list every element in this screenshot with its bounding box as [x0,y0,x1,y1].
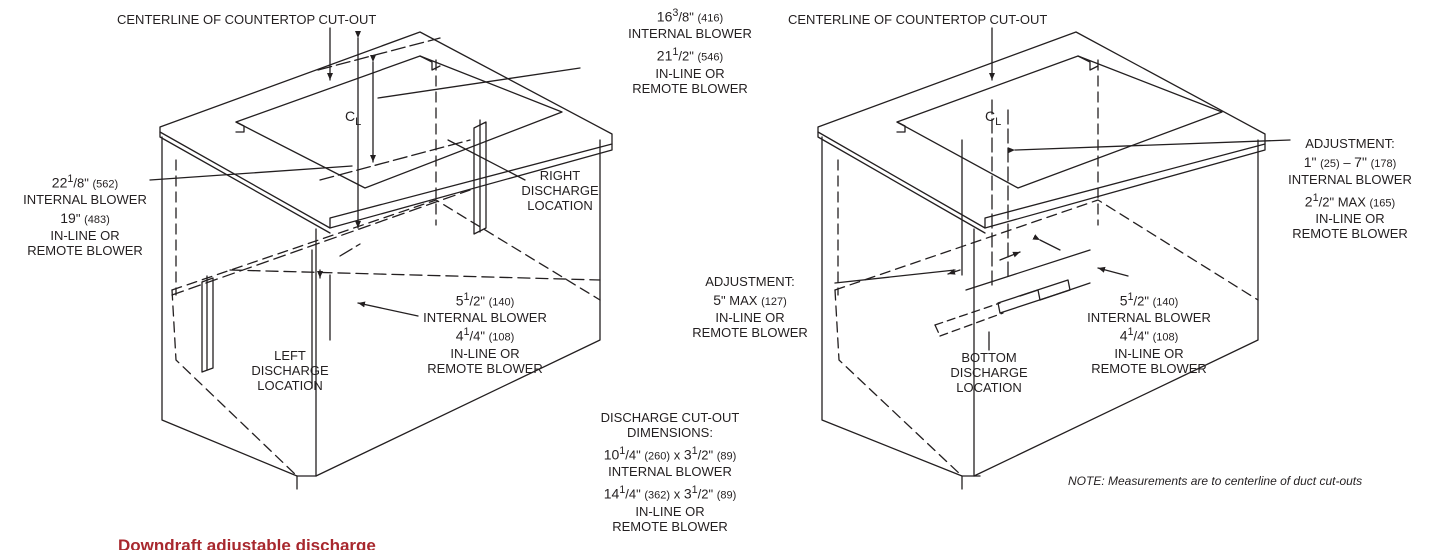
discharge-cutout-dimensions: DISCHARGE CUT-OUT DIMENSIONS: 101/4" (26… [600,410,740,534]
left-top-dimension: 163/8" (416) INTERNAL BLOWER 211/2" (546… [628,7,752,96]
left-side-dimension: 221/8" (562) INTERNAL BLOWER 19" (483) I… [23,173,147,259]
figure-caption: Downdraft adjustable discharge [118,536,376,550]
left-bottom-dimension: 51/2" (140) INTERNAL BLOWER 41/4" (108) … [423,291,547,376]
measurement-note: NOTE: Measurements are to centerline of … [1068,474,1363,488]
bottom-discharge-label: BOTTOM DISCHARGE LOCATION [950,350,1028,395]
left-centerline-title: CENTERLINE OF COUNTERTOP CUT-OUT [117,12,377,27]
left-adjustment-dimension: ADJUSTMENT: 5" MAX (127) IN-LINE OR REMO… [692,274,808,340]
right-discharge-label: RIGHT DISCHARGE LOCATION [521,168,599,213]
right-adjustment-dimension: ADJUSTMENT: 1" (25) – 7" (178) INTERNAL … [1288,136,1412,242]
right-bottom-dimension: 51/2" (140) INTERNAL BLOWER 41/4" (108) … [1087,291,1211,376]
left-cabinet [149,27,613,490]
left-discharge-label: LEFT DISCHARGE LOCATION [251,348,329,393]
right-cabinet [817,27,1291,490]
left-centerline-mark: CL [345,108,362,128]
right-centerline-mark: CL [985,108,1002,128]
right-centerline-title: CENTERLINE OF COUNTERTOP CUT-OUT [788,12,1048,27]
